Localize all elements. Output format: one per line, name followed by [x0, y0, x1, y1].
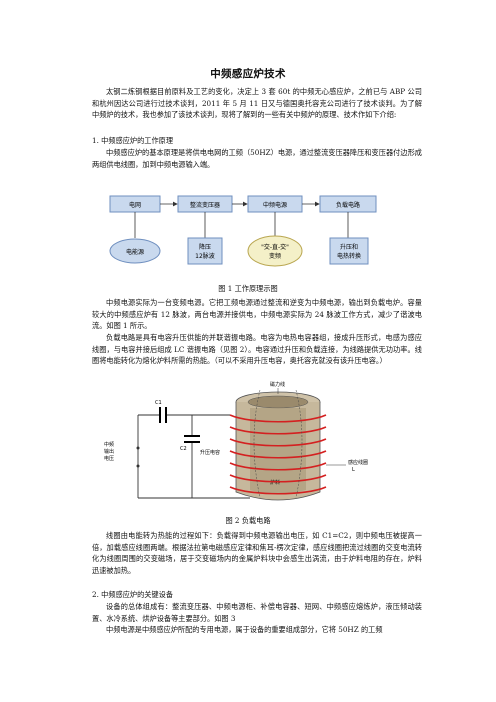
label-c2: C2: [180, 446, 187, 452]
section-1-paragraph-1: 中频感应炉的基本原理是将供电电网的工频（50HZ）电源，通过整流变压器降压和变压…: [92, 148, 422, 169]
fig1-box-grid: 电网: [109, 195, 161, 213]
section-2-heading: 2. 中频感应炉的关键设备: [92, 590, 174, 599]
fig1-box-transformer: 整流变压器: [177, 195, 233, 213]
label-coil-line2: L: [352, 467, 355, 473]
furnace-body: 炉料: [235, 391, 321, 501]
section-2-paragraph-2: 中频电源是中频感应炉所配的专用电源，属于设备的重要组成部分，它将 50HZ 的工…: [106, 625, 383, 634]
figure-1-caption: 图 1 工作原理示图: [218, 284, 278, 293]
section-1-heading: 1. 中频感应炉的工作原理: [92, 136, 174, 145]
fig1-box-stepdown-line1: 降压: [199, 243, 211, 251]
label-boost-capacitor: 升压电容: [200, 449, 220, 456]
fig1-box-boost-line2: 电热转换: [337, 252, 361, 260]
document-title: 中频感应炉技术: [210, 68, 286, 80]
fig1-ellipse-energy: 电能源: [109, 238, 161, 264]
fig1-box-grid-label: 电网: [129, 201, 141, 209]
fig1-ellipse-energy-label: 电能源: [126, 248, 144, 256]
fig1-box-stepdown-line2: 12脉波: [195, 252, 215, 260]
figure-2-caption: 图 2 负载电路: [225, 516, 271, 525]
section-1-paragraph-2: 中频电源实际为一台变频电源。它把工频电源通过整流和逆变为中频电源，输出到负载电炉…: [92, 298, 422, 330]
fig1-ellipse-freq: "交-直-交" 变频: [247, 235, 303, 267]
label-input-voltage-1: 中频: [104, 441, 114, 448]
fig1-box-transformer-label: 整流变压器: [190, 201, 220, 209]
label-field-lines: 磁力线: [270, 381, 285, 388]
section-2-paragraph-1: 设备的总体组成有：整流变压器、中频电源柜、补偿电容器、短网、中频感应熔炼炉，液压…: [92, 602, 422, 623]
figure-1-diagram: 电网 整流变压器 中频电源 负载电路 电能源 降压 12脉: [109, 195, 377, 267]
label-input-voltage-3: 电压: [104, 455, 114, 462]
fig1-box-stepdown: 降压 12脉波: [187, 237, 223, 265]
capacitor-c1: C1: [155, 400, 167, 423]
label-c1: C1: [155, 400, 162, 406]
capacitor-c2: C2: [180, 435, 200, 452]
fig1-ellipse-freq-line1: "交-直-交": [261, 243, 289, 251]
fig1-box-load: 负载电路: [319, 195, 377, 213]
label-coil-line1: 感应线圈: [348, 459, 368, 466]
fig1-box-mf-power: 中频电源: [247, 195, 303, 213]
fig1-box-boost: 升压和 电热转换: [329, 237, 369, 265]
fig1-box-load-label: 负载电路: [336, 201, 360, 209]
section-1-paragraph-3: 负载电路是具有电容升压供能的并联谐振电路。电容为电热电容器组，接成升压形式，电感…: [92, 333, 422, 365]
fig1-box-mf-power-label: 中频电源: [263, 201, 287, 209]
fig1-ellipse-freq-line2: 变频: [269, 252, 281, 260]
induction-coil: [229, 414, 327, 495]
section-1-paragraph-4: 线圈由电能转为热能的过程如下：负载得到中频电源输出电压，如 C1=C2，则中频电…: [92, 531, 422, 575]
label-input-voltage-2: 输出: [104, 448, 114, 455]
fig1-box-boost-line1: 升压和: [340, 243, 358, 251]
intro-paragraph: 太钢二炼钢根据目前原料及工艺的变化，决定上 3 套 60t 的中频无心感应炉，之…: [92, 87, 422, 119]
figure-2-diagram: C1 C2 中频 输出 电压 升压电容 炉料: [104, 381, 368, 501]
